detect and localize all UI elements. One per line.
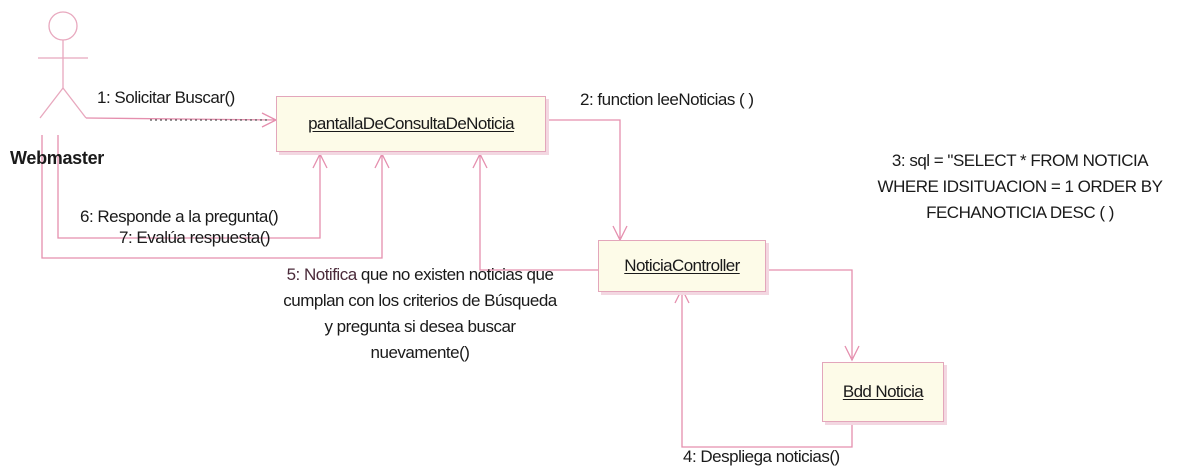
arrowhead-m7 <box>374 152 390 169</box>
actor-label: Webmaster <box>10 148 105 168</box>
object-bdd-label: Bdd Noticia <box>842 382 924 401</box>
object-pantalla-label: pantallaDeConsultaDeNoticia <box>308 114 514 133</box>
message-6-label: 6: Responde a la pregunta() <box>80 207 279 226</box>
link-pantalla-controller <box>545 119 621 238</box>
message-5-label: 5: Notifica que no existen noticias que … <box>250 262 590 366</box>
link-actor-pantalla <box>85 117 277 121</box>
message-3-line-2: WHERE IDSITUACION = 1 ORDER BY <box>877 177 1163 196</box>
message-5-line-1: 5: Notifica que no existen noticias que <box>250 262 590 288</box>
message-3-line-3: FECHANOTICIA DESC ( ) <box>926 203 1114 222</box>
link-m5 <box>479 155 598 271</box>
message-5-line-4: nuevamente() <box>370 343 470 362</box>
link-controller-bdd <box>764 269 853 358</box>
message-7-label: 7: Evalúa respuesta() <box>119 228 271 247</box>
object-bdd-noticia[interactable]: Bdd Noticia <box>822 362 944 422</box>
message-5-line-1-text: que no existen noticias que <box>360 265 554 284</box>
message-5-line-3: y pregunta si desea buscar <box>324 317 516 336</box>
arrowhead-m3 <box>844 345 860 362</box>
object-pantalla-consulta-noticia[interactable]: pantallaDeConsultaDeNoticia <box>276 96 546 152</box>
link-m7 <box>41 135 383 259</box>
arrowhead-m5 <box>472 152 488 169</box>
message-4-label: 4: Despliega noticias() <box>683 447 840 466</box>
message-1-label: 1: Solicitar Buscar() <box>97 88 235 107</box>
message-3-line-1: 3: sql = "SELECT * FROM NOTICIA <box>891 151 1149 170</box>
object-noticia-controller[interactable]: NoticiaController <box>598 240 766 292</box>
actor-figure <box>38 11 88 119</box>
message-2-label: 2: function leeNoticias ( ) <box>580 90 754 109</box>
message-3-label: 3: sql = "SELECT * FROM NOTICIA WHERE ID… <box>860 148 1180 226</box>
arrowhead-m6 <box>312 152 328 169</box>
link-m4 <box>681 290 853 448</box>
object-controller-label: NoticiaController <box>624 256 740 275</box>
link-m6 <box>57 135 321 239</box>
message-5-line-2: cumplan con los criterios de Búsqueda <box>283 291 557 310</box>
message-5-prefix: 5: Notifica <box>286 265 358 284</box>
